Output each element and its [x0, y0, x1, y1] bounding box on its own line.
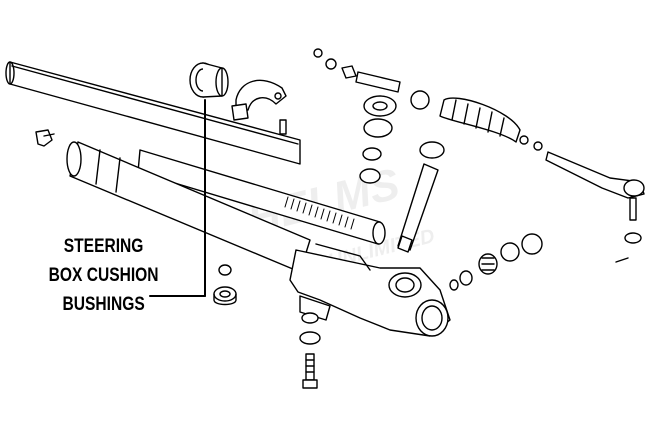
- callout-line-3: BUSHINGS: [62, 294, 145, 315]
- callout-line-2: BOX CUSHION: [48, 265, 159, 286]
- rack-bar: [137, 149, 386, 245]
- mount-bolt: [299, 312, 321, 389]
- tie-rod-boot: [410, 90, 543, 151]
- lower-bushing: [213, 264, 237, 306]
- pinion-assembly: [313, 48, 445, 253]
- housing-tube: [66, 141, 311, 273]
- callout-leader: [149, 99, 206, 297]
- callout-line-1: STEERING: [63, 236, 144, 257]
- gearbox-housing: [289, 243, 451, 337]
- tie-rod-end: [545, 151, 645, 263]
- seal-stack: [449, 233, 543, 291]
- callout-label: STEERING BOX CUSHION BUSHINGS: [38, 232, 169, 319]
- outer-tube: [5, 61, 301, 165]
- mounting-clamp: [231, 79, 287, 135]
- upper-bushing: [189, 62, 229, 98]
- rack-clip: [35, 129, 55, 147]
